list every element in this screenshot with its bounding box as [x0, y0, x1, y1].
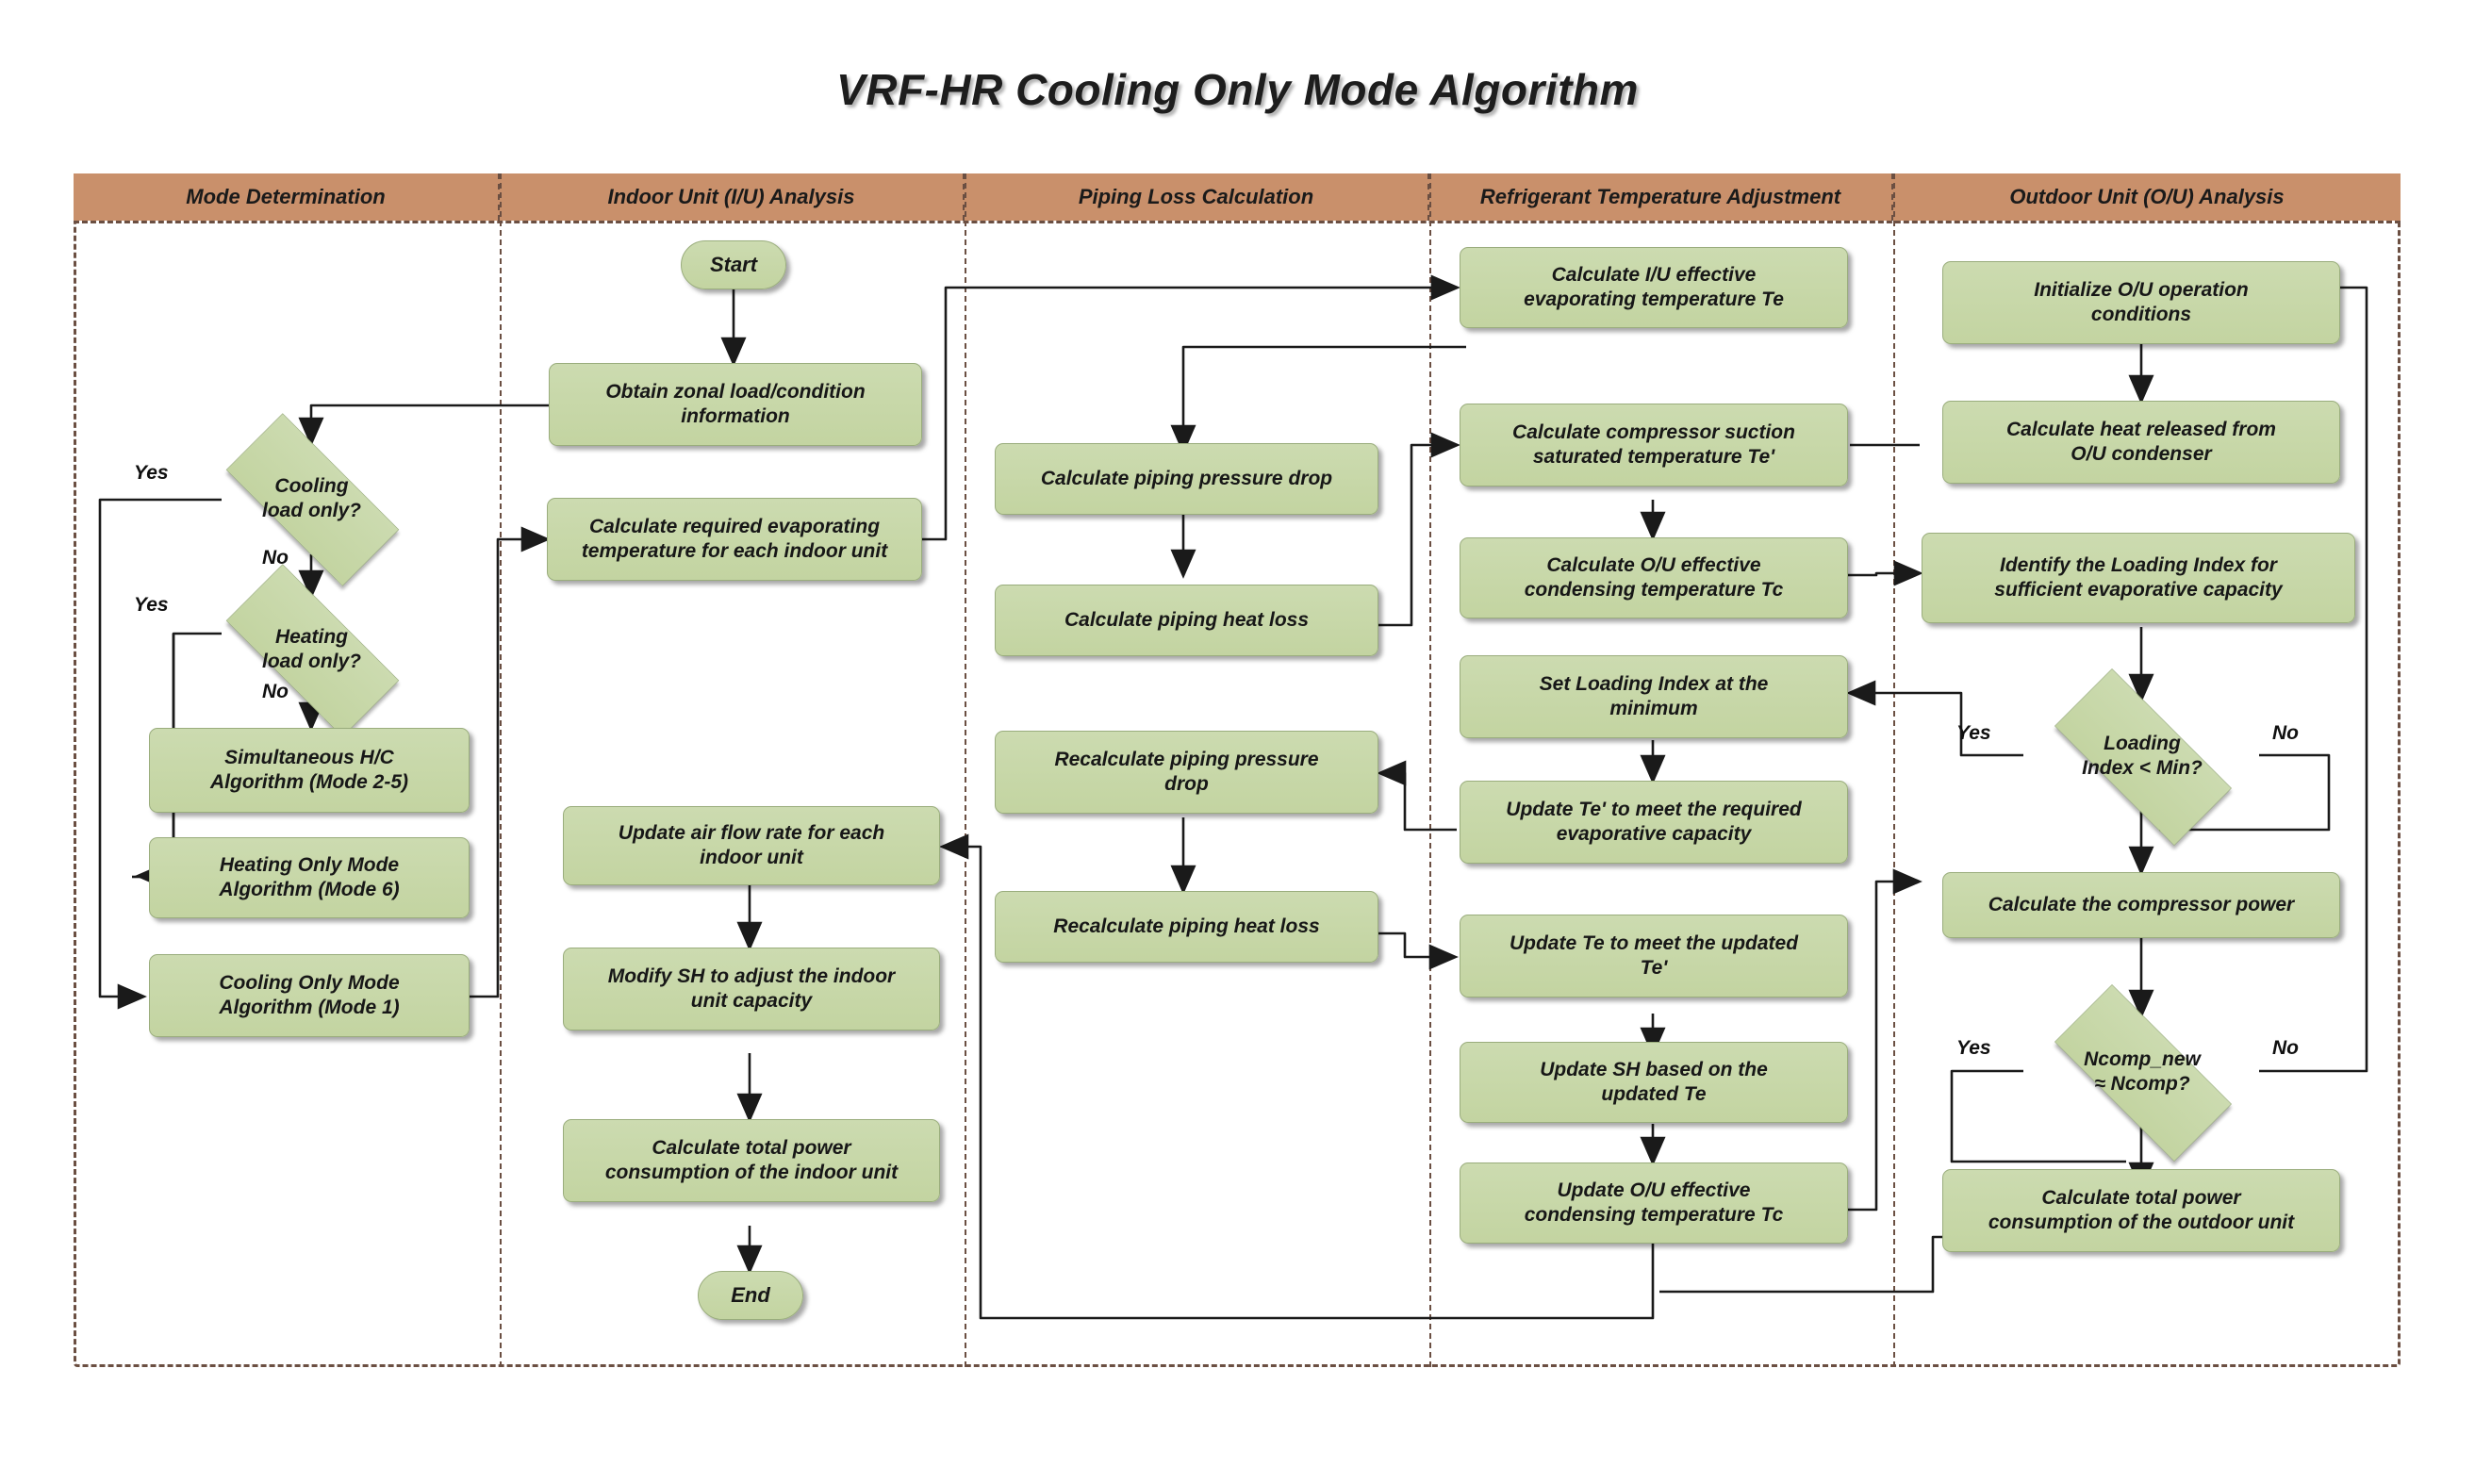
node-set-loading-index-minimum[interactable]: Set Loading Index at the minimum [1460, 655, 1848, 738]
node-calculate-piping-heat-loss[interactable]: Calculate piping heat loss [995, 585, 1378, 656]
lane-header-indoor-unit: Indoor Unit (I/U) Analysis [500, 173, 965, 221]
node-start[interactable]: Start [681, 240, 786, 289]
edge-label-ncomp-yes: Yes [1956, 1037, 1991, 1059]
edge-label-heating-yes: Yes [134, 594, 169, 616]
node-heating-only-mode-algorithm[interactable]: Heating Only Mode Algorithm (Mode 6) [149, 837, 470, 918]
lane-header-outdoor-unit: Outdoor Unit (O/U) Analysis [1893, 173, 2401, 221]
edge-label-heating-no: No [262, 681, 289, 702]
node-calculate-iu-effective-evaporating-temperature[interactable]: Calculate I/U effective evaporating temp… [1460, 247, 1848, 328]
decision-ncomp-label: Ncomp_new ≈ Ncomp? [2084, 1048, 2201, 1095]
decision-heating-load-only[interactable]: Heating load only? [196, 564, 427, 737]
node-recalculate-piping-pressure-drop[interactable]: Recalculate piping pressure drop [995, 731, 1378, 814]
decision-ncomp-new-equals-ncomp[interactable]: Ncomp_new ≈ Ncomp? [2023, 984, 2261, 1162]
node-initialize-ou-operation-conditions[interactable]: Initialize O/U operation conditions [1942, 261, 2340, 344]
lane-header-mode-determination: Mode Determination [74, 173, 500, 221]
lane-header-refrigerant-temp: Refrigerant Temperature Adjustment [1429, 173, 1893, 221]
node-end[interactable]: End [698, 1271, 803, 1320]
node-modify-sh[interactable]: Modify SH to adjust the indoor unit capa… [563, 948, 940, 1031]
node-update-sh-based-on-updated-te[interactable]: Update SH based on the updated Te [1460, 1042, 1848, 1123]
edge-label-ncomp-no: No [2272, 1037, 2299, 1059]
node-calculate-compressor-suction-saturated-temperature[interactable]: Calculate compressor suction saturated t… [1460, 404, 1848, 486]
node-calculate-total-power-indoor-unit[interactable]: Calculate total power consumption of the… [563, 1119, 940, 1202]
node-update-air-flow-rate[interactable]: Update air flow rate for each indoor uni… [563, 806, 940, 885]
lane-divider-4 [1893, 173, 1895, 1367]
node-update-ou-effective-condensing-temperature[interactable]: Update O/U effective condensing temperat… [1460, 1162, 1848, 1244]
edge-label-cooling-no: No [262, 547, 289, 569]
node-update-te-to-meet-updated-te-prime[interactable]: Update Te to meet the updated Te' [1460, 915, 1848, 998]
edge-label-cooling-yes: Yes [134, 462, 169, 484]
lane-divider-3 [1429, 173, 1431, 1367]
lane-header-piping-loss: Piping Loss Calculation [965, 173, 1429, 221]
edge-label-loading-no: No [2272, 722, 2299, 744]
node-simultaneous-hc-algorithm[interactable]: Simultaneous H/C Algorithm (Mode 2-5) [149, 728, 470, 813]
decision-loading-index-min-label: Loading Index < Min? [2082, 733, 2203, 779]
lane-header-underline [74, 221, 2401, 223]
lane-divider-2 [965, 173, 966, 1367]
edge-label-loading-yes: Yes [1956, 722, 1991, 744]
node-recalculate-piping-heat-loss[interactable]: Recalculate piping heat loss [995, 891, 1378, 963]
node-obtain-zonal-load[interactable]: Obtain zonal load/condition information [549, 363, 922, 446]
node-calculate-compressor-power[interactable]: Calculate the compressor power [1942, 872, 2340, 938]
decision-heating-load-only-label: Heating load only? [262, 626, 361, 672]
node-calculate-ou-effective-condensing-temperature[interactable]: Calculate O/U effective condensing tempe… [1460, 537, 1848, 618]
page-title: VRF-HR Cooling Only Mode Algorithm [836, 65, 1639, 114]
decision-cooling-load-only-label: Cooling load only? [262, 475, 361, 521]
node-calculate-heat-released-ou-condenser[interactable]: Calculate heat released from O/U condens… [1942, 401, 2340, 484]
swimlane-header-row: Mode Determination Indoor Unit (I/U) Ana… [74, 173, 2401, 221]
node-calculate-piping-pressure-drop[interactable]: Calculate piping pressure drop [995, 443, 1378, 515]
node-calculate-total-power-outdoor-unit[interactable]: Calculate total power consumption of the… [1942, 1169, 2340, 1252]
decision-cooling-load-only[interactable]: Cooling load only? [196, 413, 427, 586]
node-cooling-only-mode-algorithm[interactable]: Cooling Only Mode Algorithm (Mode 1) [149, 954, 470, 1037]
lane-divider-1 [500, 173, 502, 1367]
node-calculate-required-evaporating-temperature[interactable]: Calculate required evaporating temperatu… [547, 498, 922, 581]
node-update-te-prime-evaporative-capacity[interactable]: Update Te' to meet the required evaporat… [1460, 781, 1848, 864]
node-identify-loading-index[interactable]: Identify the Loading Index for sufficien… [1922, 533, 2355, 623]
decision-loading-index-min[interactable]: Loading Index < Min? [2023, 668, 2261, 846]
